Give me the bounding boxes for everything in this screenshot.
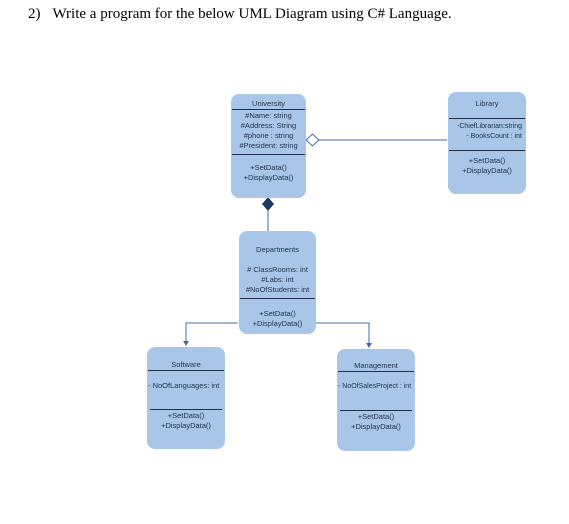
attribute: #Address: String <box>240 121 297 130</box>
divider <box>449 118 525 119</box>
operation-list: +SetData() +DisplayData() <box>448 151 526 176</box>
operation-list: +SetData() +DisplayData() <box>231 155 306 183</box>
attribute: - NoOfSalesProject : int <box>338 383 412 390</box>
divider <box>340 410 412 411</box>
operation: +SetData() <box>357 412 395 421</box>
attribute-list: - NoOfSalesProject : int <box>337 372 415 392</box>
attribute: - NoOfLanguages: int <box>148 381 220 390</box>
class-university: University #Name: string #Address: Strin… <box>231 94 306 198</box>
divider <box>148 370 224 371</box>
attribute: #phone : string <box>243 131 294 140</box>
divider <box>232 154 305 155</box>
attribute-list: # ClassRooms: int #Labs: int #NoOfStuden… <box>239 261 316 295</box>
operation: +SetData() <box>250 163 287 172</box>
class-name: Management <box>354 361 398 370</box>
attribute: - BooksCount : int <box>466 133 522 140</box>
attribute: # ClassRooms: int <box>247 265 308 274</box>
attribute-list: #Name: string #Address: String #phone : … <box>231 110 306 151</box>
divider <box>240 298 315 299</box>
operation-list: +SetData() +DisplayData() <box>337 411 415 432</box>
operation-list: +SetData() +DisplayData() <box>239 299 316 329</box>
operation: +DisplayData() <box>351 422 401 431</box>
arrowhead-management-icon <box>366 343 372 348</box>
attribute-list: - NoOfLanguages: int <box>147 371 225 391</box>
class-management: Management - NoOfSalesProject : int +Set… <box>337 349 415 451</box>
class-name: Departments <box>256 245 299 254</box>
divider <box>338 371 414 372</box>
class-name: University <box>252 99 285 108</box>
attribute-list: -ChiefLibrarian:string - BooksCount : in… <box>448 119 526 142</box>
operation: +DisplayData() <box>462 166 512 175</box>
question-number: 2) <box>28 6 41 22</box>
class-name: Software <box>171 360 201 369</box>
operation: +DisplayData() <box>252 319 303 328</box>
class-software: Software - NoOfLanguages: int +SetData()… <box>147 347 225 449</box>
attribute: -ChiefLibrarian:string <box>457 123 522 130</box>
attribute: #NoOfStudents: int <box>245 285 310 294</box>
operation: +DisplayData() <box>243 173 294 182</box>
attribute: #Labs: int <box>261 275 294 284</box>
class-departments: Departments # ClassRooms: int #Labs: int… <box>239 231 316 334</box>
attribute: #Name: string <box>245 111 292 120</box>
operation-list: +SetData() +DisplayData() <box>147 410 225 431</box>
arrowhead-software-icon <box>183 341 189 346</box>
divider <box>449 150 525 151</box>
question-text: Write a program for the below UML Diagra… <box>52 6 452 22</box>
association-line-software <box>185 322 238 342</box>
divider <box>150 409 222 410</box>
operation: +SetData() <box>259 309 296 318</box>
composition-diamond-icon <box>262 197 274 211</box>
operation: +SetData() <box>468 156 506 165</box>
aggregation-diamond-icon <box>305 133 320 147</box>
class-name: Library <box>475 99 499 108</box>
divider <box>232 109 305 110</box>
operation: +SetData() <box>167 411 205 420</box>
question-heading: 2) Write a program for the below UML Diag… <box>28 6 452 23</box>
operation: +DisplayData() <box>161 421 211 430</box>
association-line-management <box>316 322 370 344</box>
attribute: #President: string <box>239 141 298 150</box>
class-library: Library -ChiefLibrarian:string - BooksCo… <box>448 92 526 194</box>
